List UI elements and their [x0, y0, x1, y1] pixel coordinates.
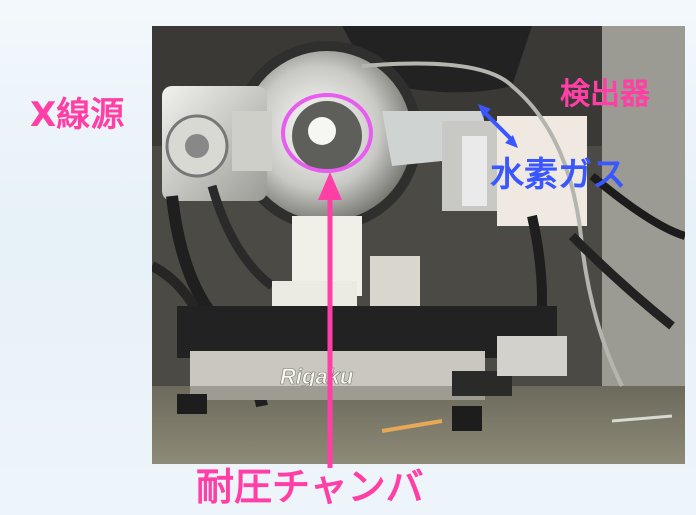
- instrument-photo: Rigaku: [152, 26, 685, 464]
- pressure-chamber-label: 耐圧チャンバ: [196, 465, 424, 509]
- xray-source-label: X線源: [30, 95, 125, 135]
- hydrogen-gas-label: 水素ガス: [490, 155, 626, 195]
- brand-logo: Rigaku: [280, 364, 354, 389]
- detector-label: 検出器: [560, 77, 650, 112]
